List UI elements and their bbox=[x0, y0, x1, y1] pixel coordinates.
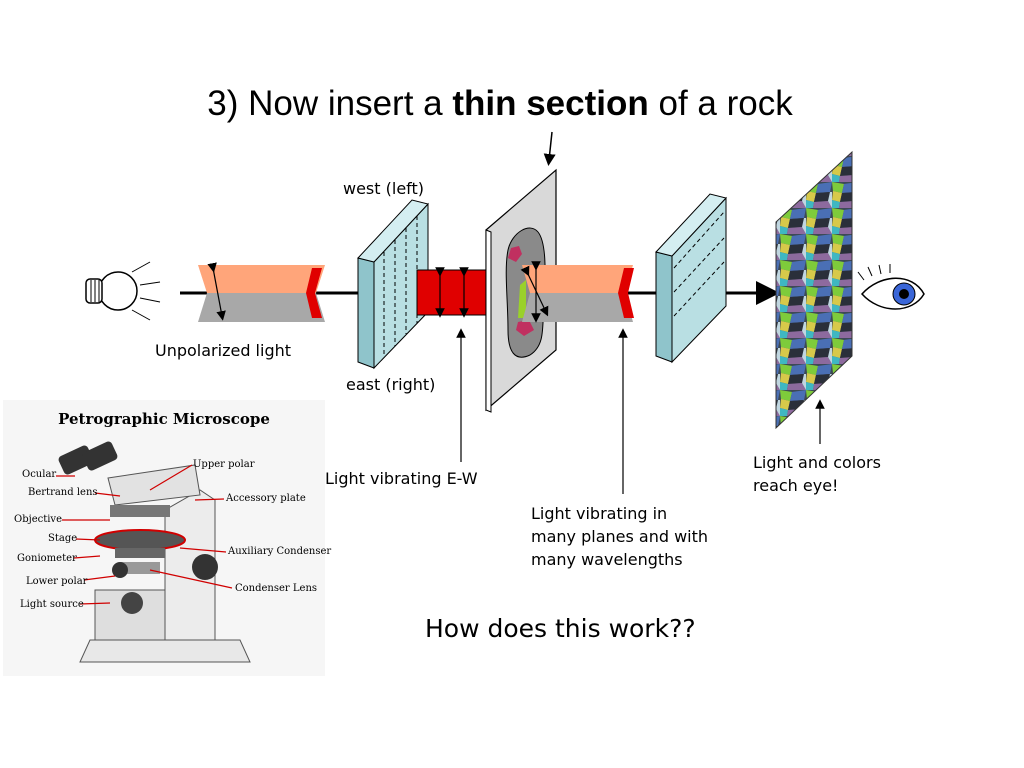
eye-colors-line-2: reach eye! bbox=[753, 476, 839, 495]
eye-colors-line-1: Light and colors bbox=[753, 453, 881, 472]
label-upper-polar: Upper polar bbox=[193, 459, 255, 470]
many-planes-label: Light vibrating in many planes and with … bbox=[531, 502, 708, 571]
many-planes-line-3: many wavelengths bbox=[531, 550, 683, 569]
ew-light-block bbox=[416, 267, 488, 318]
light-bulb-icon bbox=[85, 261, 161, 321]
label-condenser: Condenser Lens bbox=[235, 583, 318, 594]
microscope-icon bbox=[58, 441, 251, 663]
unpolarized-label: Unpolarized light bbox=[155, 341, 292, 360]
label-lower-polar: Lower polar bbox=[26, 576, 88, 587]
many-planes-line-2: many planes and with bbox=[531, 527, 709, 546]
mixed-beam bbox=[520, 261, 634, 323]
label-auxiliary: Auxiliary Condenser bbox=[228, 546, 332, 557]
unpolarized-beam bbox=[198, 262, 325, 322]
microscope-callouts bbox=[56, 464, 233, 605]
interference-colors-image bbox=[775, 150, 853, 430]
eye-colors-label: Light and colors reach eye! bbox=[753, 451, 881, 497]
label-goniometer: Goniometer bbox=[17, 553, 77, 564]
title-bold: thin section bbox=[452, 84, 649, 123]
label-ocular: Ocular bbox=[22, 469, 57, 480]
title-suffix: of a rock bbox=[648, 84, 793, 123]
ew-label: Light vibrating E-W bbox=[325, 469, 478, 488]
microscope-title: Petrographic Microscope bbox=[58, 410, 270, 428]
many-planes-line-1: Light vibrating in bbox=[531, 504, 668, 523]
label-objective: Objective bbox=[14, 514, 63, 525]
upper-polarizer bbox=[655, 193, 727, 364]
east-label: east (right) bbox=[346, 375, 436, 394]
eye-icon bbox=[857, 264, 925, 310]
west-label: west (left) bbox=[343, 179, 425, 198]
title-prefix: 3) Now insert a bbox=[207, 84, 453, 123]
thin-section-pointer bbox=[543, 131, 556, 166]
question-text: How does this work?? bbox=[425, 614, 696, 643]
label-bertrand: Bertrand lens bbox=[28, 487, 98, 498]
label-light-source: Light source bbox=[20, 599, 84, 610]
lower-polarizer bbox=[357, 199, 429, 370]
label-accessory: Accessory plate bbox=[226, 493, 306, 504]
page-title: 3) Now insert a thin section of a rock bbox=[0, 84, 1000, 124]
label-stage: Stage bbox=[48, 533, 78, 544]
